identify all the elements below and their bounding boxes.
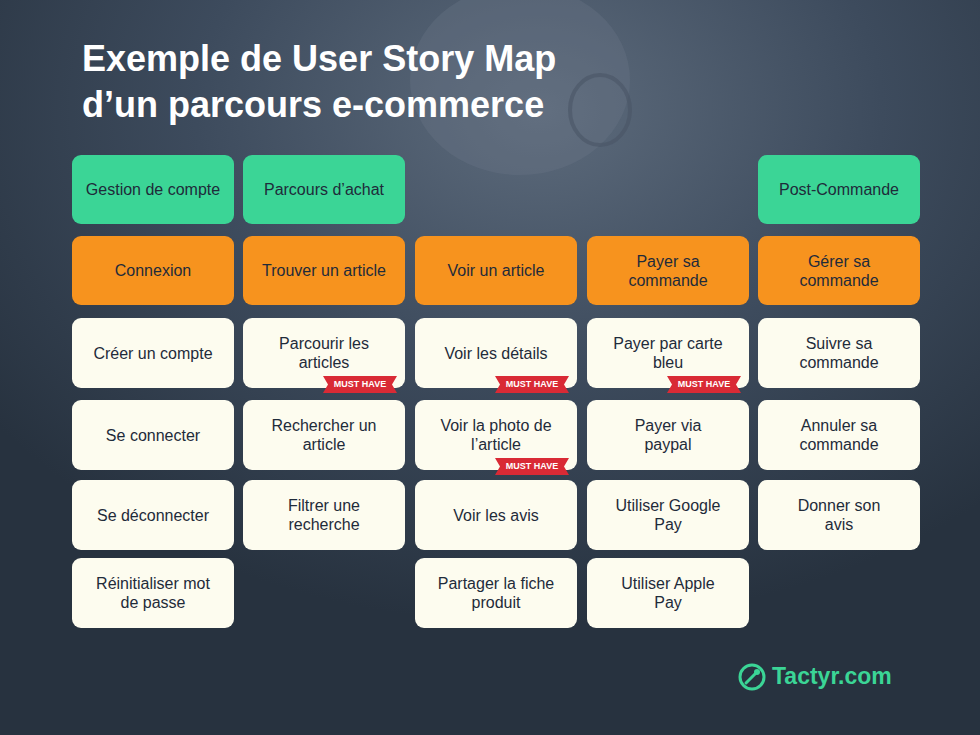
activity-box: Voir un article — [415, 236, 577, 305]
node-text: Utiliser Google Pay — [609, 496, 727, 534]
story-card: Créer un compte — [72, 318, 234, 388]
node-text: Parcours d’achat — [264, 180, 384, 199]
story-card: Suivre sa commande — [758, 318, 920, 388]
node-text: Trouver un article — [262, 261, 386, 280]
story-card: Annuler sa commande — [758, 400, 920, 470]
node-text: Réinitialiser mot de passe — [87, 574, 219, 612]
node-text: MUST HAVE — [506, 379, 558, 390]
story-card: Donner son avis — [758, 480, 920, 550]
story-card: Voir les détailsMUST HAVE — [415, 318, 577, 388]
node-text: Se connecter — [106, 426, 200, 445]
story-card: Filtrer une recherche — [243, 480, 405, 550]
node-text: Filtrer une recherche — [265, 496, 383, 534]
story-card: Réinitialiser mot de passe — [72, 558, 234, 628]
logo-icon — [736, 661, 768, 693]
node-text: Gérer sa commande — [779, 252, 899, 290]
node-text: Utiliser Apple Pay — [609, 574, 727, 612]
theme-box: Post-Commande — [758, 155, 920, 224]
story-card: Voir les avis — [415, 480, 577, 550]
node-text: Payer par carte bleu — [609, 334, 727, 372]
node-text: MUST HAVE — [678, 379, 730, 390]
node-text: Rechercher un article — [265, 416, 383, 454]
activity-box: Payer sa commande — [587, 236, 749, 305]
must-have-badge: MUST HAVE — [667, 376, 741, 393]
node-text: Gestion de compte — [86, 180, 220, 199]
node-text: Parcourir les articles — [265, 334, 383, 372]
title: Exemple de User Story Map d’un parcours … — [82, 36, 622, 128]
story-card: Rechercher un article — [243, 400, 405, 470]
node-text: MUST HAVE — [506, 461, 558, 472]
story-card: Voir la photo de l’articleMUST HAVE — [415, 400, 577, 470]
node-text: Se déconnecter — [97, 506, 209, 525]
node-text: Post-Commande — [779, 180, 899, 199]
story-card: Payer via paypal — [587, 400, 749, 470]
story-card: Partager la fiche produit — [415, 558, 577, 628]
story-card: Parcourir les articlesMUST HAVE — [243, 318, 405, 388]
theme-box: Parcours d’achat — [243, 155, 405, 224]
story-card: Se connecter — [72, 400, 234, 470]
node-text: Donner son avis — [783, 496, 895, 534]
must-have-badge: MUST HAVE — [323, 376, 397, 393]
must-have-badge: MUST HAVE — [495, 458, 569, 475]
node-text: Voir les avis — [453, 506, 538, 525]
activity-box: Gérer sa commande — [758, 236, 920, 305]
activity-box: Trouver un article — [243, 236, 405, 305]
story-card: Payer par carte bleuMUST HAVE — [587, 318, 749, 388]
node-text: Suivre sa commande — [783, 334, 895, 372]
node-text: MUST HAVE — [334, 379, 386, 390]
node-text: Annuler sa commande — [783, 416, 895, 454]
theme-box: Gestion de compte — [72, 155, 234, 224]
story-card: Se déconnecter — [72, 480, 234, 550]
activity-box: Connexion — [72, 236, 234, 305]
node-text: Payer sa commande — [608, 252, 728, 290]
node-text: Voir la photo de l’article — [437, 416, 555, 454]
node-text: Partager la fiche produit — [437, 574, 555, 612]
node-text: Voir les détails — [444, 344, 547, 363]
node-text: Créer un compte — [93, 344, 212, 363]
node-text: Payer via paypal — [609, 416, 727, 454]
story-card: Utiliser Apple Pay — [587, 558, 749, 628]
story-card: Utiliser Google Pay — [587, 480, 749, 550]
must-have-badge: MUST HAVE — [495, 376, 569, 393]
logo-text: Tactyr.com — [772, 662, 892, 690]
node-text: Connexion — [115, 261, 192, 280]
node-text: Voir un article — [448, 261, 545, 280]
